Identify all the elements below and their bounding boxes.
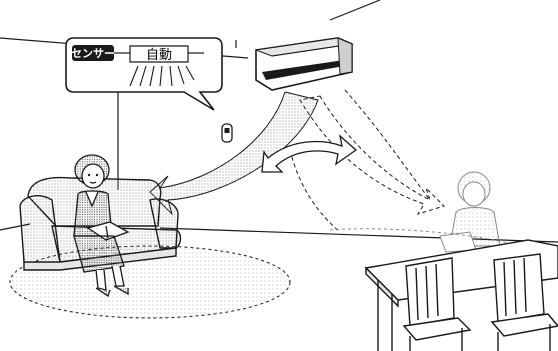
coverage-area-table (329, 228, 521, 247)
person-on-sofa (73, 154, 130, 298)
airflow-beam-outer (344, 89, 431, 201)
dining-chair-left (402, 257, 472, 351)
person-at-table (439, 171, 501, 253)
sensor-label: センサー (71, 47, 115, 60)
sensor-label-badge (72, 45, 114, 61)
swing-direction-arrow (261, 134, 358, 173)
sensor-sweep-lines (129, 65, 195, 87)
airflow-beam-floor (289, 149, 341, 233)
mode-label: 自動 (146, 48, 172, 63)
sensor-callout-bubble: センサー 自動 (65, 37, 223, 111)
airflow-beam-right (299, 95, 445, 215)
air-conditioner-unit (255, 37, 354, 91)
dining-chair-right (490, 253, 558, 351)
remote-sensor-icon (221, 123, 233, 143)
